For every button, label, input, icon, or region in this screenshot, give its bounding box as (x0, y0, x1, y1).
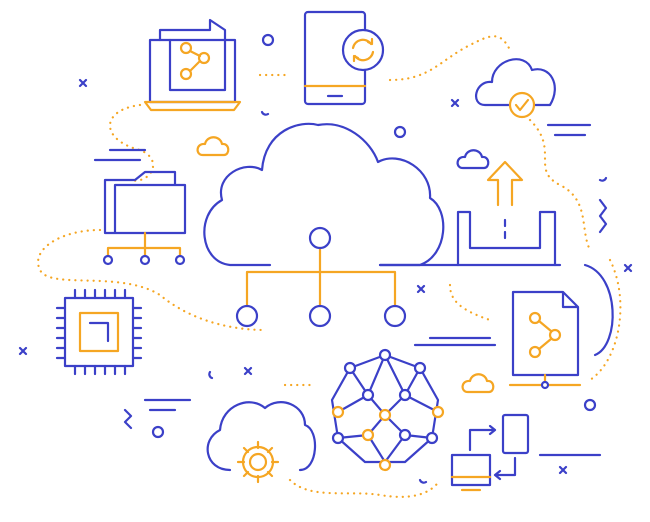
phone-sync-icon (303, 10, 385, 106)
network-node-left (235, 304, 259, 328)
mesh-network-icon (330, 348, 445, 472)
mesh-nodes (331, 348, 445, 472)
upload-icon (456, 160, 557, 267)
device-sync-icon (450, 413, 530, 492)
network-node-center (308, 304, 332, 328)
dotted-connectors (37, 35, 622, 498)
small-cloud-icon (456, 149, 490, 170)
cloud-gear-icon (206, 401, 317, 484)
laptop-document-icon (143, 18, 242, 112)
processor-chip-icon (55, 288, 143, 376)
folder-tree-icon (102, 170, 187, 266)
small-cloud-icon (461, 373, 495, 394)
small-cloud-icon (196, 136, 230, 157)
network-node-top (308, 226, 332, 250)
central-cloud (203, 122, 562, 328)
network-node-right (383, 304, 407, 328)
decorative-marks (18, 33, 633, 484)
cloud-check-icon (475, 58, 556, 119)
shared-document-icon (508, 263, 614, 390)
